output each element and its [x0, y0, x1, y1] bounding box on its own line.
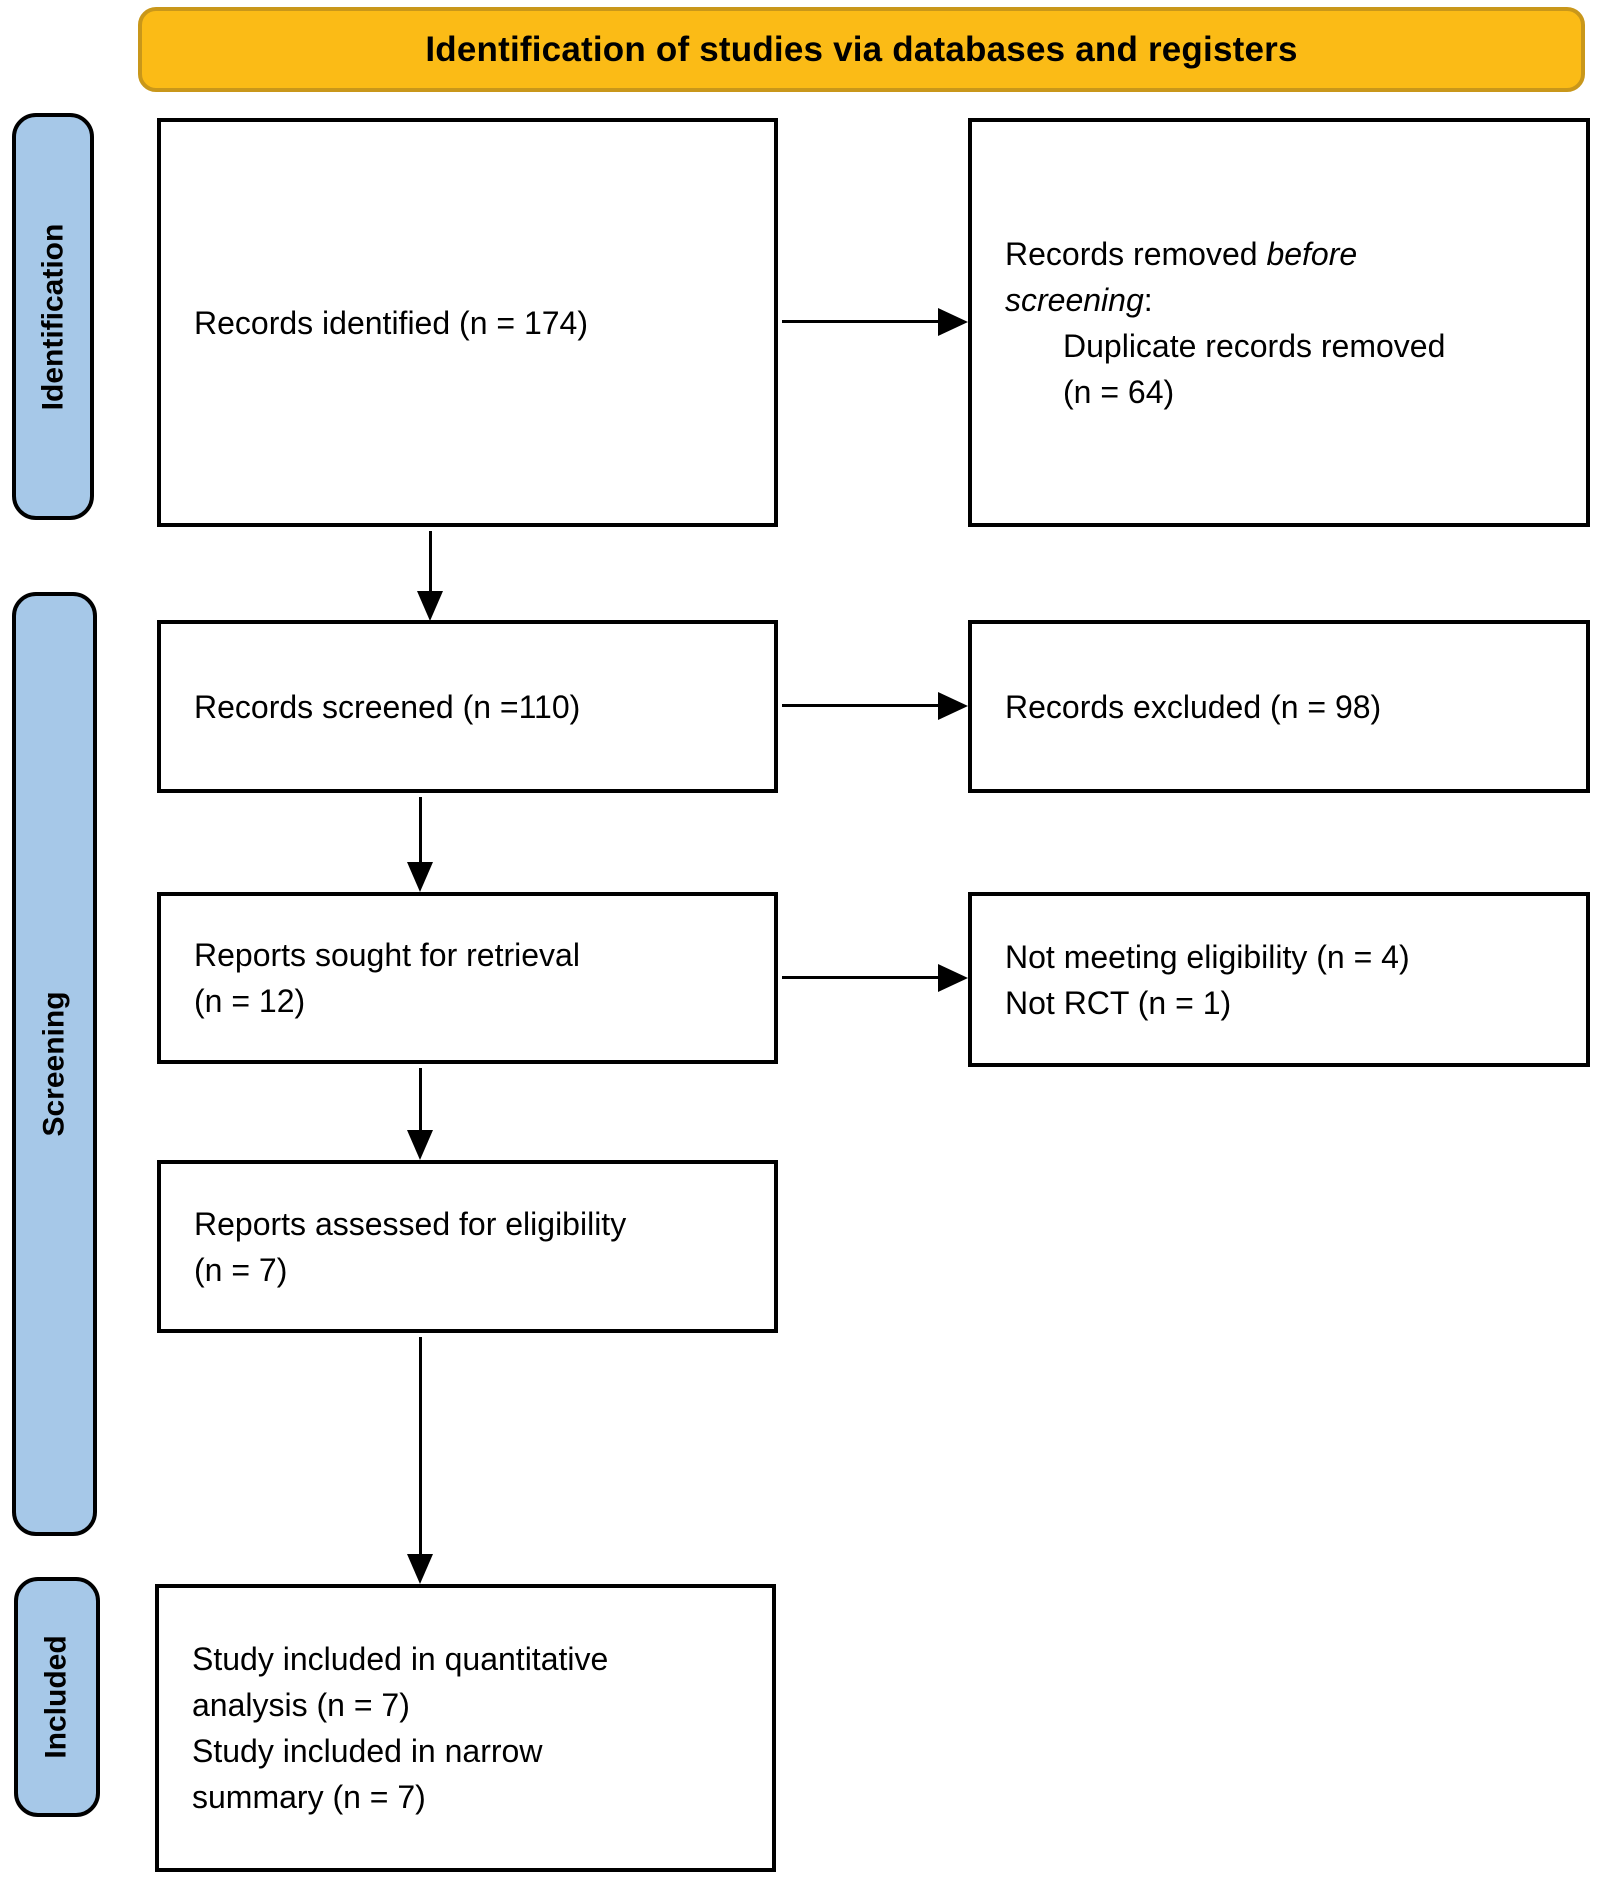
banner-title: Identification of studies via databases … [425, 29, 1298, 69]
records-removed-line-4: (n = 64) [1063, 373, 1175, 410]
stage-tab-included-label: Included [40, 1635, 73, 1759]
box-not-eligible-text: Not meeting eligibility (n = 4)Not RCT (… [1005, 938, 1410, 1021]
arrow-line [419, 797, 422, 863]
box-records-removed: Records removed before screening: Duplic… [968, 118, 1590, 527]
arrow-line [782, 704, 940, 707]
box-reports-assessed-text: Reports assessed for eligibility(n = 7) [194, 1205, 627, 1288]
box-records-identified-text: Records identified (n = 174) [194, 304, 588, 341]
arrow-down-head-icon [407, 1130, 433, 1160]
arrow-down-head-icon [407, 1554, 433, 1584]
stage-tab-screening-label: Screening [37, 991, 71, 1137]
arrow-line [782, 320, 940, 323]
arrow-down-head-icon [417, 591, 443, 621]
box-records-screened: Records screened (n =110) [157, 620, 778, 793]
arrow-line [782, 976, 940, 979]
box-records-identified: Records identified (n = 174) [157, 118, 778, 527]
records-removed-line-1: Records removed before [1005, 235, 1358, 272]
stage-tab-included: Included [14, 1577, 100, 1817]
box-records-excluded-text: Records excluded (n = 98) [1005, 688, 1382, 725]
box-records-removed-text: Records removed before screening: Duplic… [972, 231, 1471, 415]
box-not-eligible: Not meeting eligibility (n = 4)Not RCT (… [968, 892, 1590, 1067]
box-records-excluded: Records excluded (n = 98) [968, 620, 1590, 793]
banner: Identification of studies via databases … [138, 7, 1585, 92]
stage-tab-screening: Screening [12, 592, 97, 1536]
records-removed-line-2: screening: [1005, 281, 1153, 318]
arrow-line [429, 531, 432, 593]
arrow-line [419, 1068, 422, 1132]
box-records-screened-text: Records screened (n =110) [194, 688, 581, 725]
arrow-right-head-icon [938, 964, 968, 992]
box-reports-sought-text: Reports sought for retrieval(n = 12) [194, 937, 580, 1019]
box-reports-assessed: Reports assessed for eligibility(n = 7) [157, 1160, 778, 1333]
records-removed-line-3: Duplicate records removed [1063, 327, 1446, 364]
arrow-right-head-icon [938, 692, 968, 720]
box-reports-sought: Reports sought for retrieval(n = 12) [157, 892, 778, 1064]
arrow-line [419, 1337, 422, 1556]
stage-tab-identification-label: Identification [36, 223, 70, 410]
stage-tab-identification: Identification [12, 113, 94, 520]
arrow-right-head-icon [938, 308, 968, 336]
arrow-down-head-icon [407, 862, 433, 892]
